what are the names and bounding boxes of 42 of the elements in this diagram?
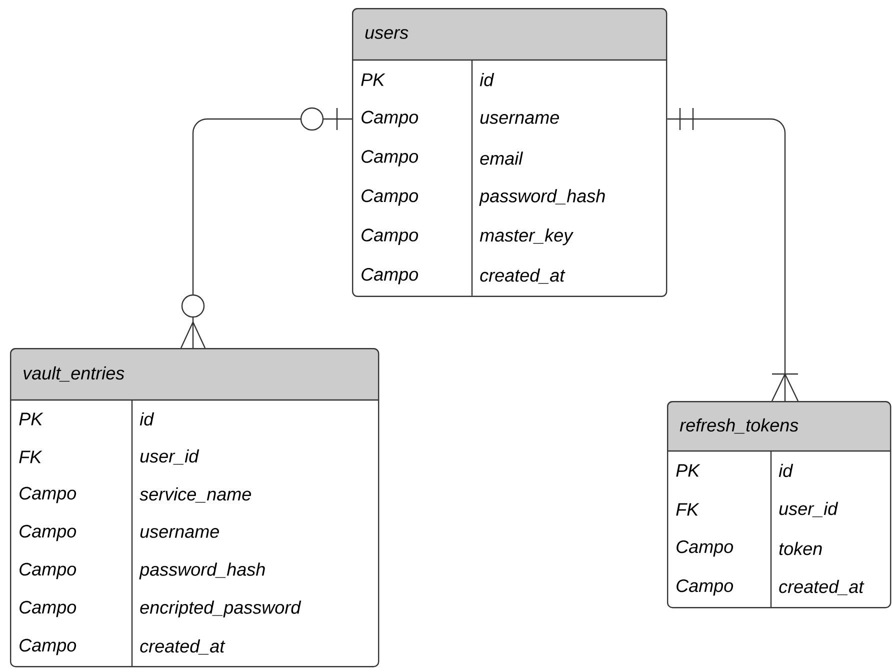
key-label: Campo xyxy=(20,486,76,504)
key-label: Campo xyxy=(362,110,418,128)
column-name: master_key xyxy=(480,228,574,246)
column-name: encripted_password xyxy=(140,600,302,618)
relationship-line xyxy=(667,108,799,402)
key-label: PK xyxy=(361,73,386,86)
key-label: Campo xyxy=(676,540,734,557)
column-name: created_at xyxy=(140,639,226,655)
column-name: token xyxy=(779,542,822,556)
column-name: created_at xyxy=(779,580,864,596)
column-name: id xyxy=(140,412,154,426)
column-name: password_hash xyxy=(479,189,605,206)
table-title: refresh_tokens xyxy=(680,418,798,434)
key-label: Campo xyxy=(20,600,76,618)
column-name: username xyxy=(140,528,219,538)
key-label: PK xyxy=(19,412,44,426)
key-label: Campo xyxy=(362,150,418,166)
column-name: email xyxy=(480,152,524,165)
column-name: id xyxy=(480,73,494,86)
key-label: Campo xyxy=(362,189,418,206)
key-label: Campo xyxy=(676,579,734,596)
table-title: vault_entries xyxy=(24,366,124,382)
key-label: PK xyxy=(676,464,700,477)
entity-table xyxy=(10,348,380,668)
column-name: password_hash xyxy=(139,562,265,580)
key-label: Campo xyxy=(20,638,76,656)
key-label: Campo xyxy=(362,268,418,284)
key-label: Campo xyxy=(362,228,418,245)
key-label: FK xyxy=(676,503,700,516)
column-name: created_at xyxy=(480,268,566,284)
entity-table xyxy=(667,401,892,608)
column-name: user_id xyxy=(140,449,200,465)
key-label: FK xyxy=(19,450,42,464)
column-name: id xyxy=(778,464,794,478)
column-name: user_id xyxy=(779,502,838,518)
entity-table xyxy=(352,8,668,297)
key-label: Campo xyxy=(20,524,76,542)
table-title: users xyxy=(365,29,408,39)
column-name: service_name xyxy=(140,487,251,503)
relationship-line xyxy=(180,107,352,348)
key-label: Campo xyxy=(20,562,76,580)
column-name: username xyxy=(480,114,559,124)
